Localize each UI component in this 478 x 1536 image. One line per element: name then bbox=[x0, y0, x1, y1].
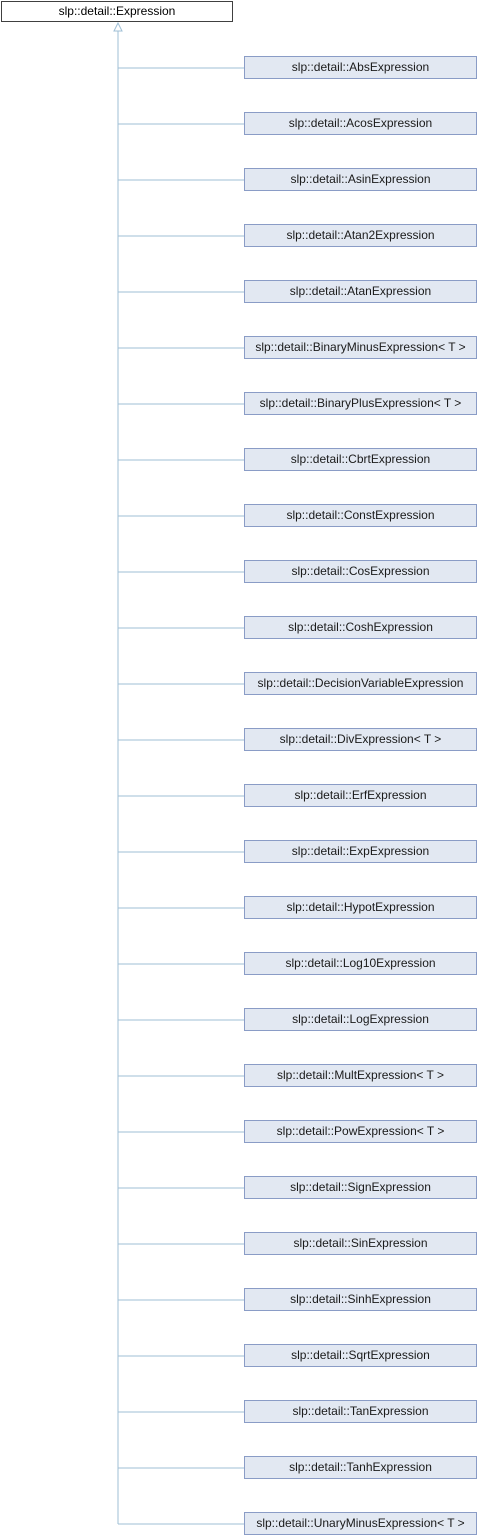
derived-class-node[interactable]: slp::detail::AtanExpression bbox=[244, 280, 477, 303]
derived-class-node[interactable]: slp::detail::CbrtExpression bbox=[244, 448, 477, 471]
derived-class-node[interactable]: slp::detail::Log10Expression bbox=[244, 952, 477, 975]
derived-class-node[interactable]: slp::detail::CosExpression bbox=[244, 560, 477, 583]
derived-class-node[interactable]: slp::detail::CoshExpression bbox=[244, 616, 477, 639]
derived-class-node[interactable]: slp::detail::TanhExpression bbox=[244, 1456, 477, 1479]
derived-class-node[interactable]: slp::detail::SinExpression bbox=[244, 1232, 477, 1255]
derived-class-node[interactable]: slp::detail::HypotExpression bbox=[244, 896, 477, 919]
derived-class-node[interactable]: slp::detail::AbsExpression bbox=[244, 56, 477, 79]
derived-class-node[interactable]: slp::detail::BinaryMinusExpression< T > bbox=[244, 336, 477, 359]
derived-class-node[interactable]: slp::detail::DecisionVariableExpression bbox=[244, 672, 477, 695]
derived-class-node[interactable]: slp::detail::SqrtExpression bbox=[244, 1344, 477, 1367]
derived-class-node[interactable]: slp::detail::ExpExpression bbox=[244, 840, 477, 863]
derived-class-node[interactable]: slp::detail::MultExpression< T > bbox=[244, 1064, 477, 1087]
derived-class-node[interactable]: slp::detail::DivExpression< T > bbox=[244, 728, 477, 751]
derived-class-node[interactable]: slp::detail::AsinExpression bbox=[244, 168, 477, 191]
derived-class-node[interactable]: slp::detail::BinaryPlusExpression< T > bbox=[244, 392, 477, 415]
derived-class-node[interactable]: slp::detail::ErfExpression bbox=[244, 784, 477, 807]
derived-class-node[interactable]: slp::detail::SignExpression bbox=[244, 1176, 477, 1199]
derived-class-node[interactable]: slp::detail::SinhExpression bbox=[244, 1288, 477, 1311]
derived-class-node[interactable]: slp::detail::TanExpression bbox=[244, 1400, 477, 1423]
inheritance-arrowhead bbox=[113, 21, 123, 32]
derived-class-node[interactable]: slp::detail::AcosExpression bbox=[244, 112, 477, 135]
derived-class-node[interactable]: slp::detail::ConstExpression bbox=[244, 504, 477, 527]
derived-class-node[interactable]: slp::detail::Atan2Expression bbox=[244, 224, 477, 247]
derived-class-node[interactable]: slp::detail::UnaryMinusExpression< T > bbox=[244, 1512, 477, 1535]
base-class-node[interactable]: slp::detail::Expression bbox=[1, 1, 233, 22]
derived-class-node[interactable]: slp::detail::PowExpression< T > bbox=[244, 1120, 477, 1143]
derived-class-node[interactable]: slp::detail::LogExpression bbox=[244, 1008, 477, 1031]
